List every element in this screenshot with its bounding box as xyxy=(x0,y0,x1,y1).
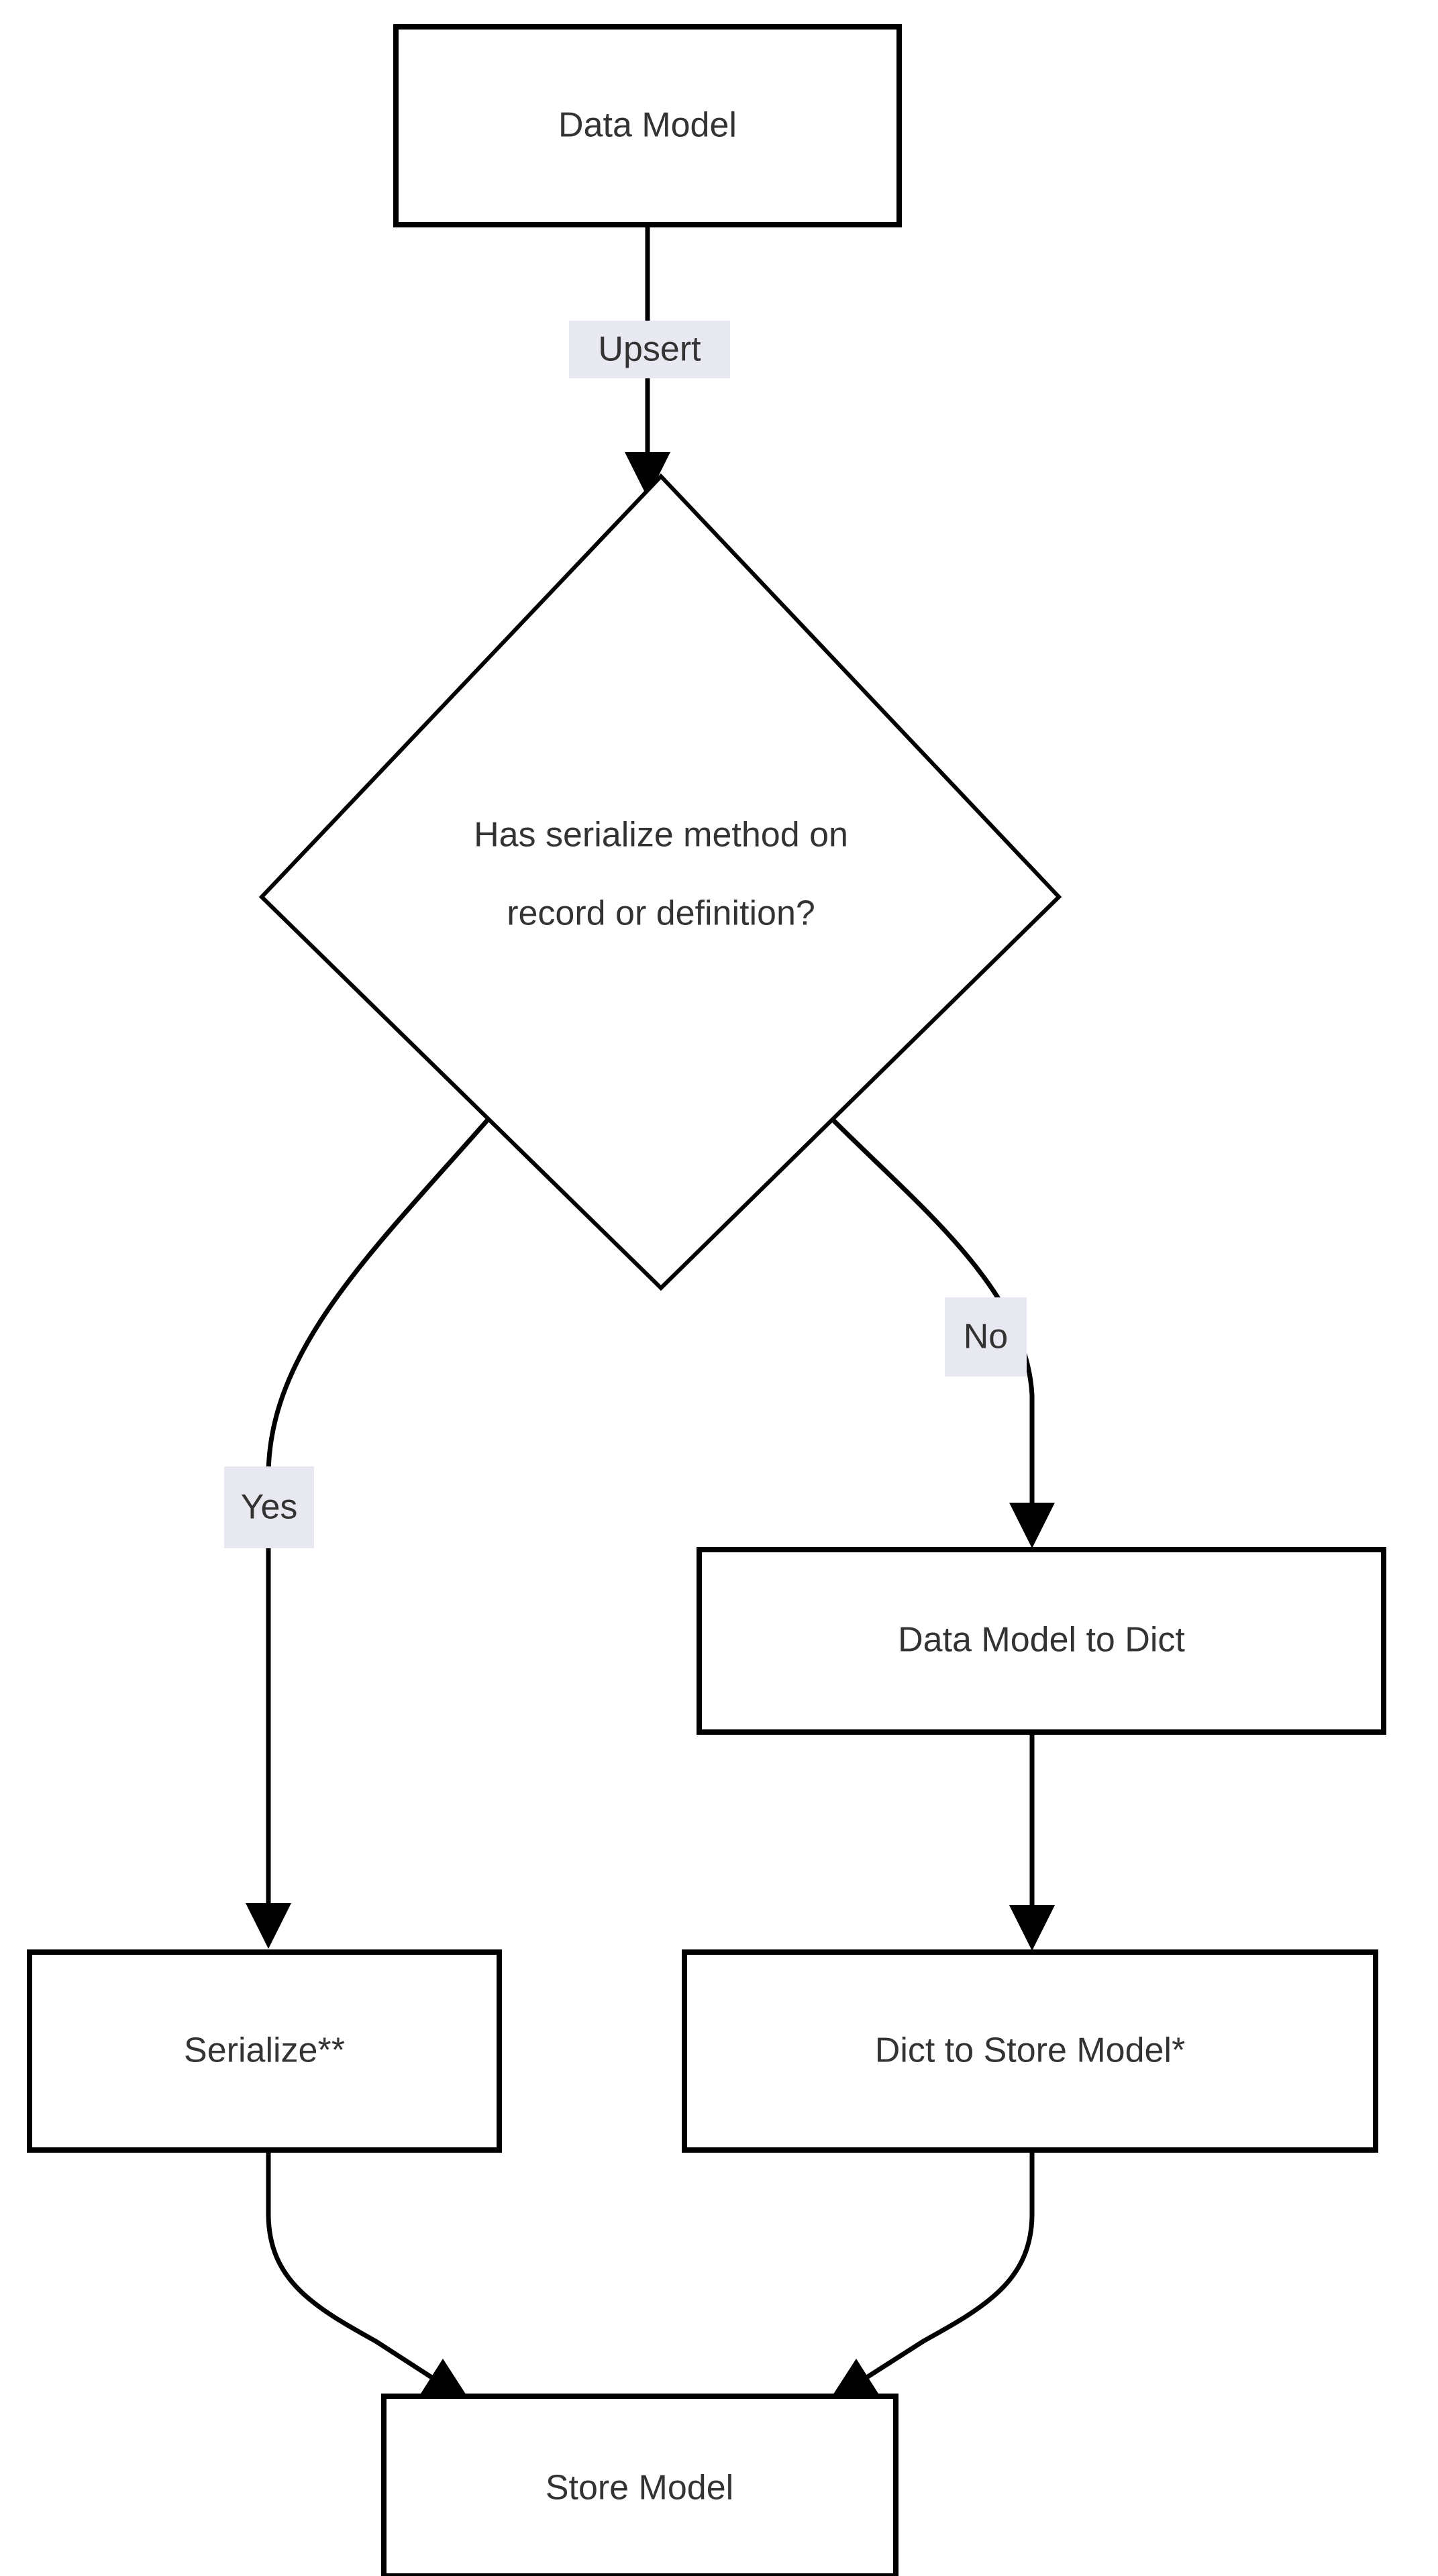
node-has-serialize-label-line2: record or definition? xyxy=(507,894,815,933)
edge-yes-arrowhead xyxy=(246,1903,291,1949)
edge-dict-to-store xyxy=(1009,1732,1055,1951)
edge-storemodel-in xyxy=(829,2150,1035,2400)
edge-label-yes-bg xyxy=(224,1466,314,1548)
edge-dict-to-store-arrowhead xyxy=(1009,1905,1055,1951)
node-data-model-to-dict-shape[interactable] xyxy=(697,1547,1386,1735)
node-store-model[interactable]: Store Model xyxy=(381,2394,898,2576)
node-has-serialize-label-line1: Has serialize method on xyxy=(474,816,848,855)
node-store-model-label: Store Model xyxy=(546,2469,733,2508)
node-data-model[interactable]: Data Model xyxy=(393,24,902,227)
edge-yes-line xyxy=(266,1112,495,1905)
node-serialize-shape[interactable] xyxy=(27,1949,502,2153)
node-serialize[interactable]: Serialize** xyxy=(27,1949,502,2153)
edge-serialize-store-arrowhead xyxy=(417,2359,470,2400)
edge-upsert-arrowhead xyxy=(625,452,670,498)
edge-label-upsert-text: Upsert xyxy=(598,330,701,369)
edge-label-yes: Yes xyxy=(224,1466,314,1548)
edge-storemodel-in-line xyxy=(864,2150,1035,2380)
edge-no xyxy=(825,1112,1055,1548)
edge-label-no-bg xyxy=(945,1297,1027,1377)
edge-no-arrowhead xyxy=(1009,1503,1055,1548)
edge-label-no: No xyxy=(945,1297,1027,1377)
node-serialize-label: Serialize** xyxy=(184,2031,345,2070)
node-data-model-label: Data Model xyxy=(558,106,737,145)
node-has-serialize-shape[interactable] xyxy=(258,473,1062,1291)
node-data-model-shape[interactable] xyxy=(393,24,902,227)
edge-label-yes-text: Yes xyxy=(241,1488,298,1527)
edge-label-upsert-bg xyxy=(569,321,730,378)
node-dict-to-store-model-label: Dict to Store Model* xyxy=(875,2031,1185,2070)
node-data-model-to-dict[interactable]: Data Model to Dict xyxy=(697,1547,1386,1735)
edge-serialize-store-line xyxy=(266,2150,434,2380)
node-dict-to-store-model-shape[interactable] xyxy=(682,1949,1378,2153)
edge-yes xyxy=(246,1112,495,1949)
edge-storemodel-in-arrowhead xyxy=(829,2359,882,2400)
edge-no-line xyxy=(825,1112,1035,1506)
node-data-model-to-dict-label: Data Model to Dict xyxy=(898,1621,1185,1660)
node-dict-to-store-model[interactable]: Dict to Store Model* xyxy=(682,1949,1378,2153)
edge-label-no-text: No xyxy=(964,1318,1008,1356)
edge-label-upsert: Upsert xyxy=(569,321,730,378)
edge-serialize-store xyxy=(266,2150,470,2400)
node-store-model-shape[interactable] xyxy=(381,2394,898,2576)
node-has-serialize[interactable]: Has serialize method on record or defini… xyxy=(258,473,1062,1291)
